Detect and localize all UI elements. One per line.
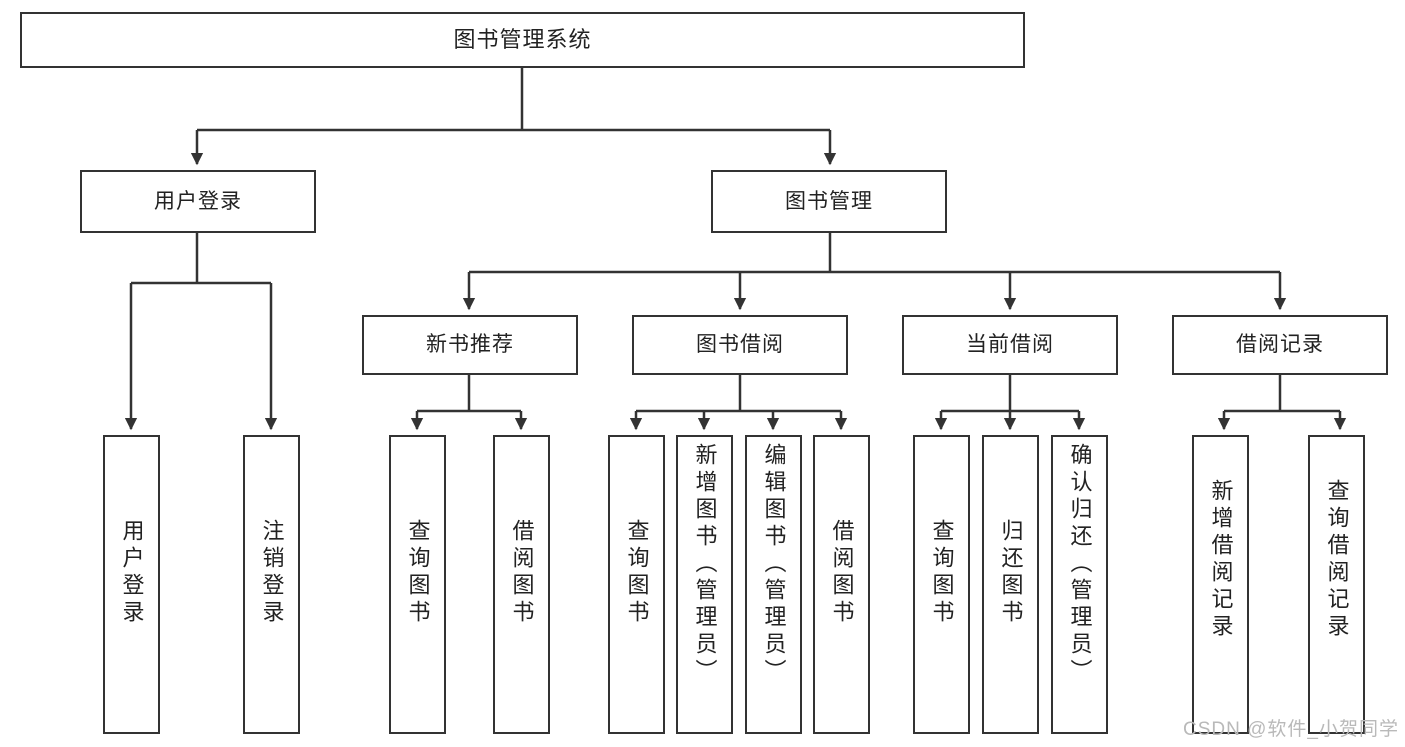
leaf-add-borrow-record[interactable]: 新增借阅记录 [1192, 435, 1249, 734]
node-borrow-record[interactable]: 借阅记录 [1172, 315, 1388, 375]
node-label: 新书推荐 [426, 333, 514, 357]
node-user-login[interactable]: 用户登录 [80, 170, 316, 233]
leaf-return-book[interactable]: 归还图书 [982, 435, 1039, 734]
node-label: 当前借阅 [966, 333, 1054, 357]
leaf-label: 查询图书 [929, 519, 955, 627]
node-new-book-recommend[interactable]: 新书推荐 [362, 315, 578, 375]
leaf-query-book-current[interactable]: 查询图书 [913, 435, 970, 734]
leaf-label: 归还图书 [998, 519, 1024, 627]
leaf-label: 新增图书（管理员） [692, 443, 718, 686]
leaf-add-book-admin[interactable]: 新增图书（管理员） [676, 435, 733, 734]
leaf-label: 查询图书 [405, 519, 431, 627]
leaf-label: 注销登录 [259, 519, 285, 627]
leaf-logout[interactable]: 注销登录 [243, 435, 300, 734]
leaf-borrow-book[interactable]: 借阅图书 [813, 435, 870, 734]
leaf-edit-book-admin[interactable]: 编辑图书（管理员） [745, 435, 802, 734]
leaf-label: 确认归还（管理员） [1067, 443, 1093, 686]
leaf-label: 借阅图书 [829, 519, 855, 627]
leaf-label: 用户登录 [119, 519, 145, 627]
leaf-query-borrow-record[interactable]: 查询借阅记录 [1308, 435, 1365, 734]
leaf-label: 借阅图书 [509, 519, 535, 627]
node-label: 图书借阅 [696, 333, 784, 357]
node-label: 图书管理系统 [453, 26, 592, 52]
leaf-label: 查询图书 [624, 519, 650, 627]
leaf-query-book-new[interactable]: 查询图书 [389, 435, 446, 734]
leaf-confirm-return-admin[interactable]: 确认归还（管理员） [1051, 435, 1108, 734]
leaf-label: 编辑图书（管理员） [761, 443, 787, 686]
leaf-user-login[interactable]: 用户登录 [103, 435, 160, 734]
leaf-query-book[interactable]: 查询图书 [608, 435, 665, 734]
leaf-borrow-book-new[interactable]: 借阅图书 [493, 435, 550, 734]
node-label: 图书管理 [785, 189, 873, 213]
leaf-label: 新增借阅记录 [1208, 479, 1234, 641]
node-label: 用户登录 [154, 189, 242, 213]
node-book-borrow[interactable]: 图书借阅 [632, 315, 848, 375]
node-current-borrow[interactable]: 当前借阅 [902, 315, 1118, 375]
node-book-management[interactable]: 图书管理 [711, 170, 947, 233]
node-label: 借阅记录 [1236, 333, 1324, 357]
leaf-label: 查询借阅记录 [1324, 479, 1350, 641]
node-root-book-management-system[interactable]: 图书管理系统 [20, 12, 1025, 68]
